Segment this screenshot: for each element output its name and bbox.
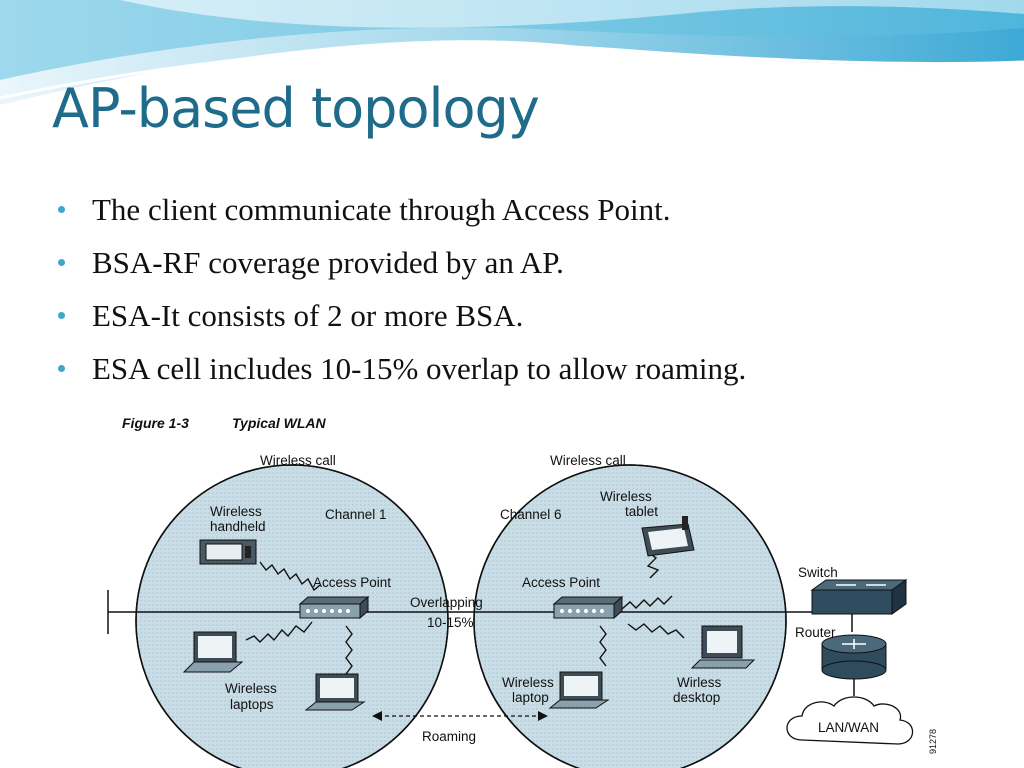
bullet-text: BSA-RF coverage provided by an AP.: [92, 245, 564, 280]
bullet-item: ESA-It consists of 2 or more BSA.: [56, 294, 746, 347]
desktop-label-line2: desktop: [673, 690, 720, 705]
left-access-point-icon: [298, 595, 370, 620]
tablet-label-line1: Wireless: [600, 489, 652, 504]
bullet-item: ESA cell includes 10-15% overlap to allo…: [56, 347, 746, 400]
wireless-link: [627, 623, 685, 639]
right-channel-label: Channel 6: [500, 507, 562, 522]
bullet-item: The client communicate through Access Po…: [56, 188, 746, 241]
middle-laptop-icon: [304, 673, 366, 711]
laptop-label-line1: Wireless: [502, 675, 554, 690]
laptops-label-line2: laptops: [230, 697, 274, 712]
tablet-label-line2: tablet: [625, 504, 658, 519]
left-laptop-icon: [182, 631, 244, 673]
handheld-device-icon: [199, 539, 257, 565]
overlap-label-line1: Overlapping: [410, 595, 483, 610]
bullet-text: ESA-It consists of 2 or more BSA.: [92, 298, 524, 333]
header-wave-decoration: [0, 0, 1024, 120]
wireless-link: [345, 625, 353, 675]
wireless-link: [245, 621, 313, 643]
handheld-label-line2: handheld: [210, 519, 266, 534]
figure-id-label: 91278: [928, 729, 938, 754]
switch-label: Switch: [798, 565, 838, 580]
wireless-link: [621, 595, 673, 610]
bullet-text: The client communicate through Access Po…: [92, 192, 671, 227]
handheld-label-line1: Wireless: [210, 504, 262, 519]
left-ap-label: Access Point: [313, 575, 391, 590]
left-channel-label: Channel 1: [325, 507, 387, 522]
router-label: Router: [795, 625, 836, 640]
wireless-link: [259, 561, 321, 592]
slide-title: AP-based topology: [52, 77, 540, 140]
bullet-item: BSA-RF coverage provided by an AP.: [56, 241, 746, 294]
laptops-label-line1: Wireless: [225, 681, 277, 696]
wlan-diagram: Figure 1-3 Typical WLAN Wireless call Wi…: [107, 415, 938, 768]
desktop-label-line1: Wirless: [677, 675, 721, 690]
overlap-label-line2: 10-15%: [427, 615, 474, 630]
left-wireless-call-label: Wireless call: [260, 453, 336, 468]
wlan-figure: Figure 1-3 Typical WLAN Wireless call Wi…: [60, 404, 956, 768]
roaming-label: Roaming: [422, 729, 476, 744]
laptop-label-line2: laptop: [512, 690, 549, 705]
switch-icon: [810, 579, 908, 615]
bullet-dot-icon: [58, 365, 65, 372]
right-access-point-icon: [552, 595, 624, 620]
figure-caption-title: Typical WLAN: [232, 415, 326, 431]
right-ap-label: Access Point: [522, 575, 600, 590]
bullet-list: The client communicate through Access Po…: [56, 188, 746, 400]
bullet-dot-icon: [58, 312, 65, 319]
right-wireless-call-label: Wireless call: [550, 453, 626, 468]
lan-wan-cloud-icon: [786, 696, 914, 745]
router-icon: [821, 634, 887, 680]
wireless-link: [599, 625, 607, 667]
bullet-dot-icon: [58, 206, 65, 213]
bullet-text: ESA cell includes 10-15% overlap to allo…: [92, 351, 747, 386]
desktop-computer-icon: [690, 625, 756, 669]
lan-wan-label: LAN/WAN: [818, 720, 879, 735]
tablet-device-icon: [641, 516, 695, 557]
right-laptop-icon: [548, 671, 610, 709]
figure-caption-number: Figure 1-3: [122, 415, 189, 431]
bullet-dot-icon: [58, 259, 65, 266]
